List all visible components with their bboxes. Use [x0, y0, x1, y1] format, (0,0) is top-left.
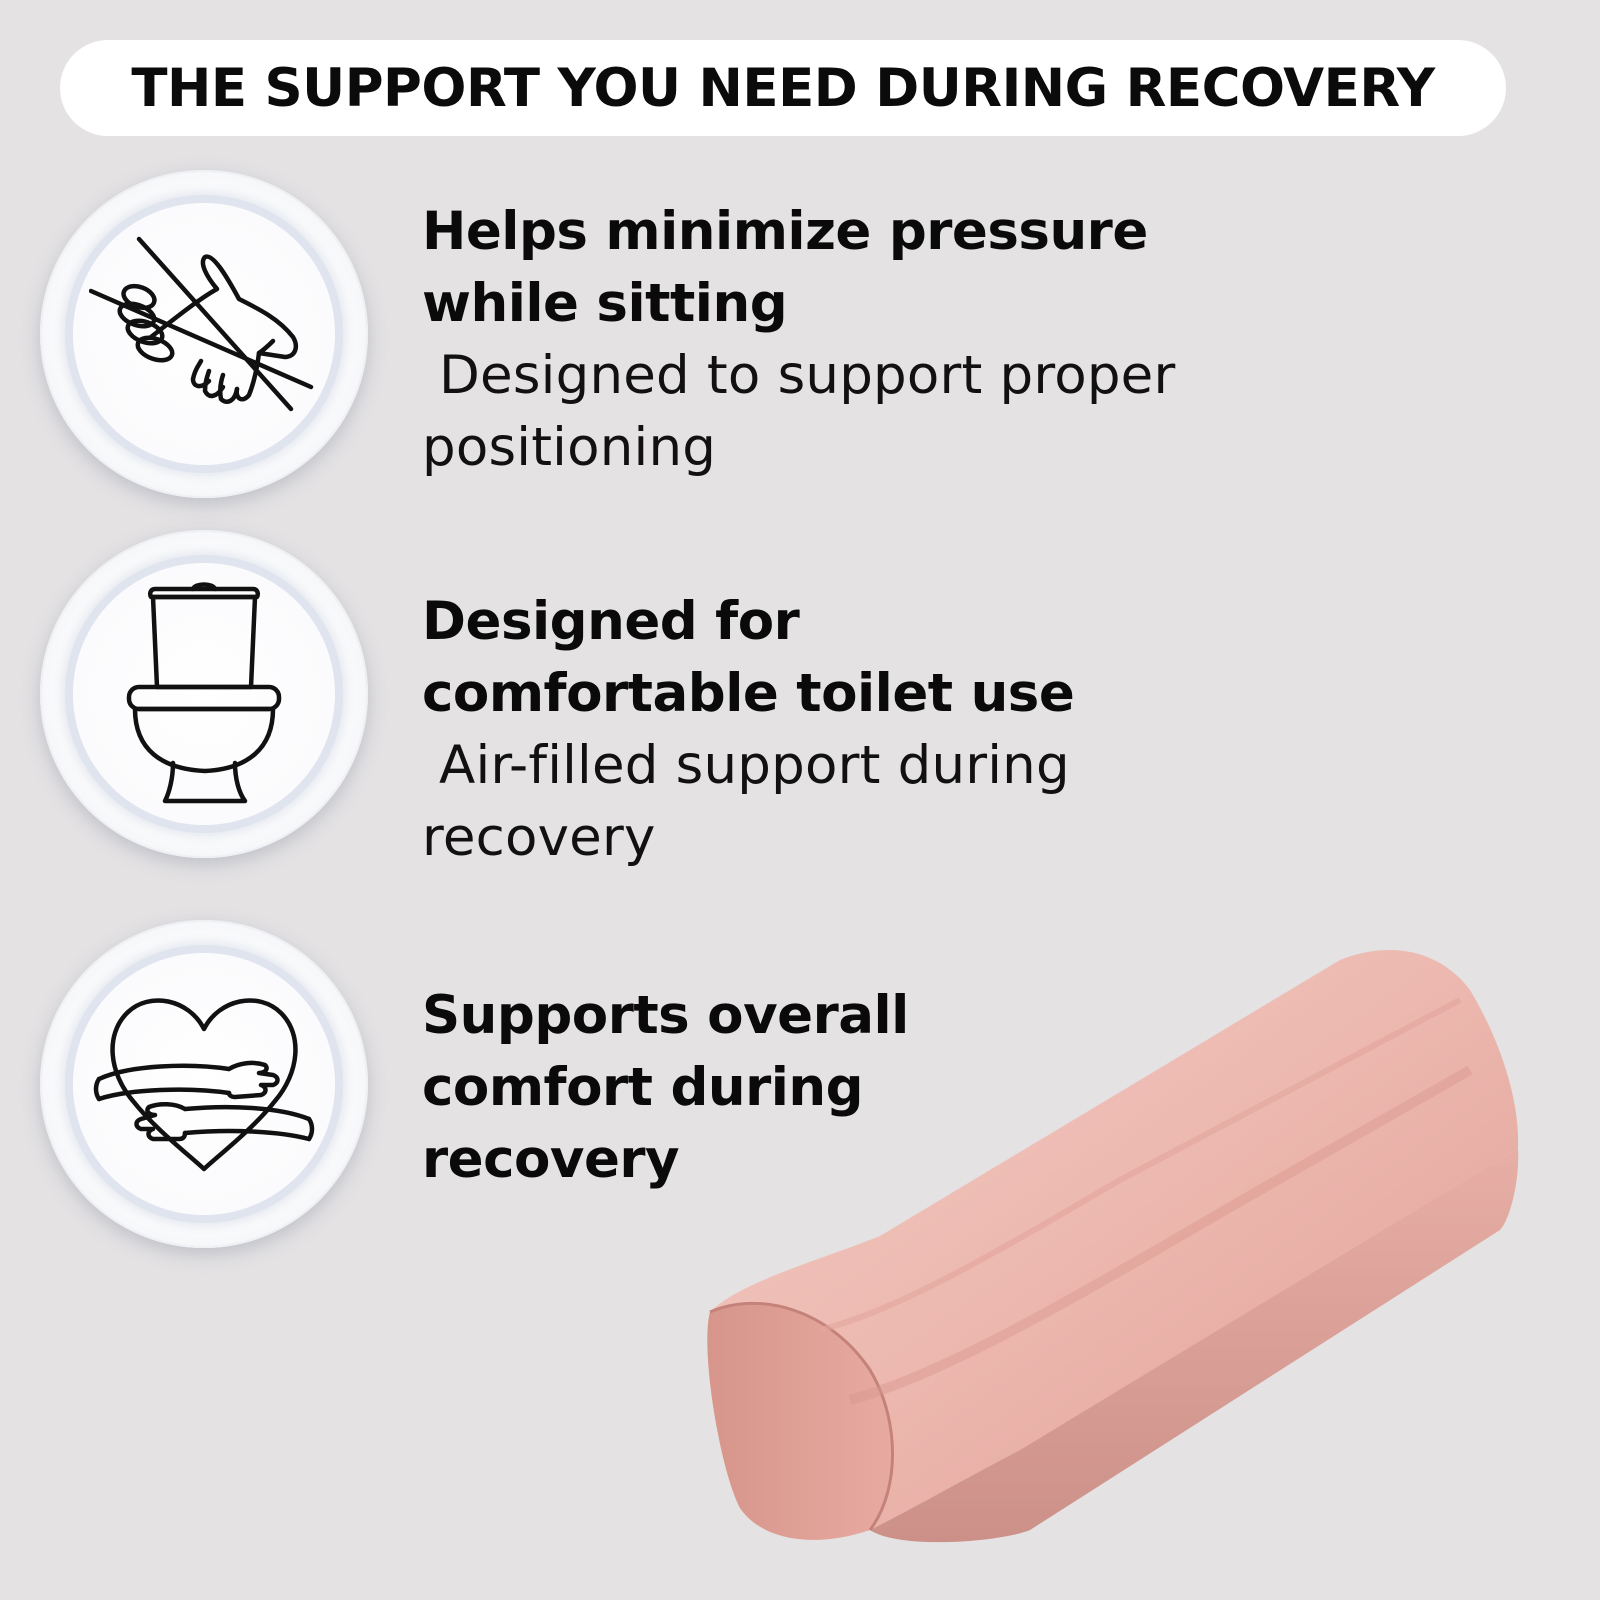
- feature-pressure: Helps minimize pressure while sitting De…: [422, 196, 1322, 484]
- header-banner: THE SUPPORT YOU NEED DURING RECOVERY: [60, 40, 1506, 136]
- feature-desc-line: Air-filled support during: [422, 735, 1070, 796]
- feature-desc-line: Designed to support proper: [422, 345, 1176, 406]
- heart-hug-icon: [93, 998, 315, 1172]
- no-pressure-hand-icon: [89, 236, 314, 412]
- feature-icon-badge-1: [40, 170, 368, 498]
- feature-icon-badge-3: [40, 920, 368, 1248]
- cushion-product-image: [707, 950, 1519, 1543]
- feature-toilet: Designed for comfortable toilet use Air-…: [422, 586, 1322, 874]
- feature-title-line: Designed for: [422, 591, 800, 652]
- feature-title-line: recovery: [422, 1129, 680, 1190]
- feature-desc-line: recovery: [422, 807, 656, 868]
- feature-icon-badge-2: [40, 530, 368, 858]
- page-title: THE SUPPORT YOU NEED DURING RECOVERY: [131, 57, 1435, 119]
- feature-title-line: Helps minimize pressure: [422, 201, 1148, 262]
- feature-title-line: Supports overall: [422, 985, 909, 1046]
- feature-title-line: while sitting: [422, 273, 788, 334]
- feature-comfort: Supports overall comfort during recovery: [422, 980, 1322, 1196]
- toilet-icon: [126, 582, 282, 804]
- feature-title-line: comfort during: [422, 1057, 864, 1118]
- feature-title-line: comfortable toilet use: [422, 663, 1075, 724]
- feature-desc-line: positioning: [422, 417, 717, 478]
